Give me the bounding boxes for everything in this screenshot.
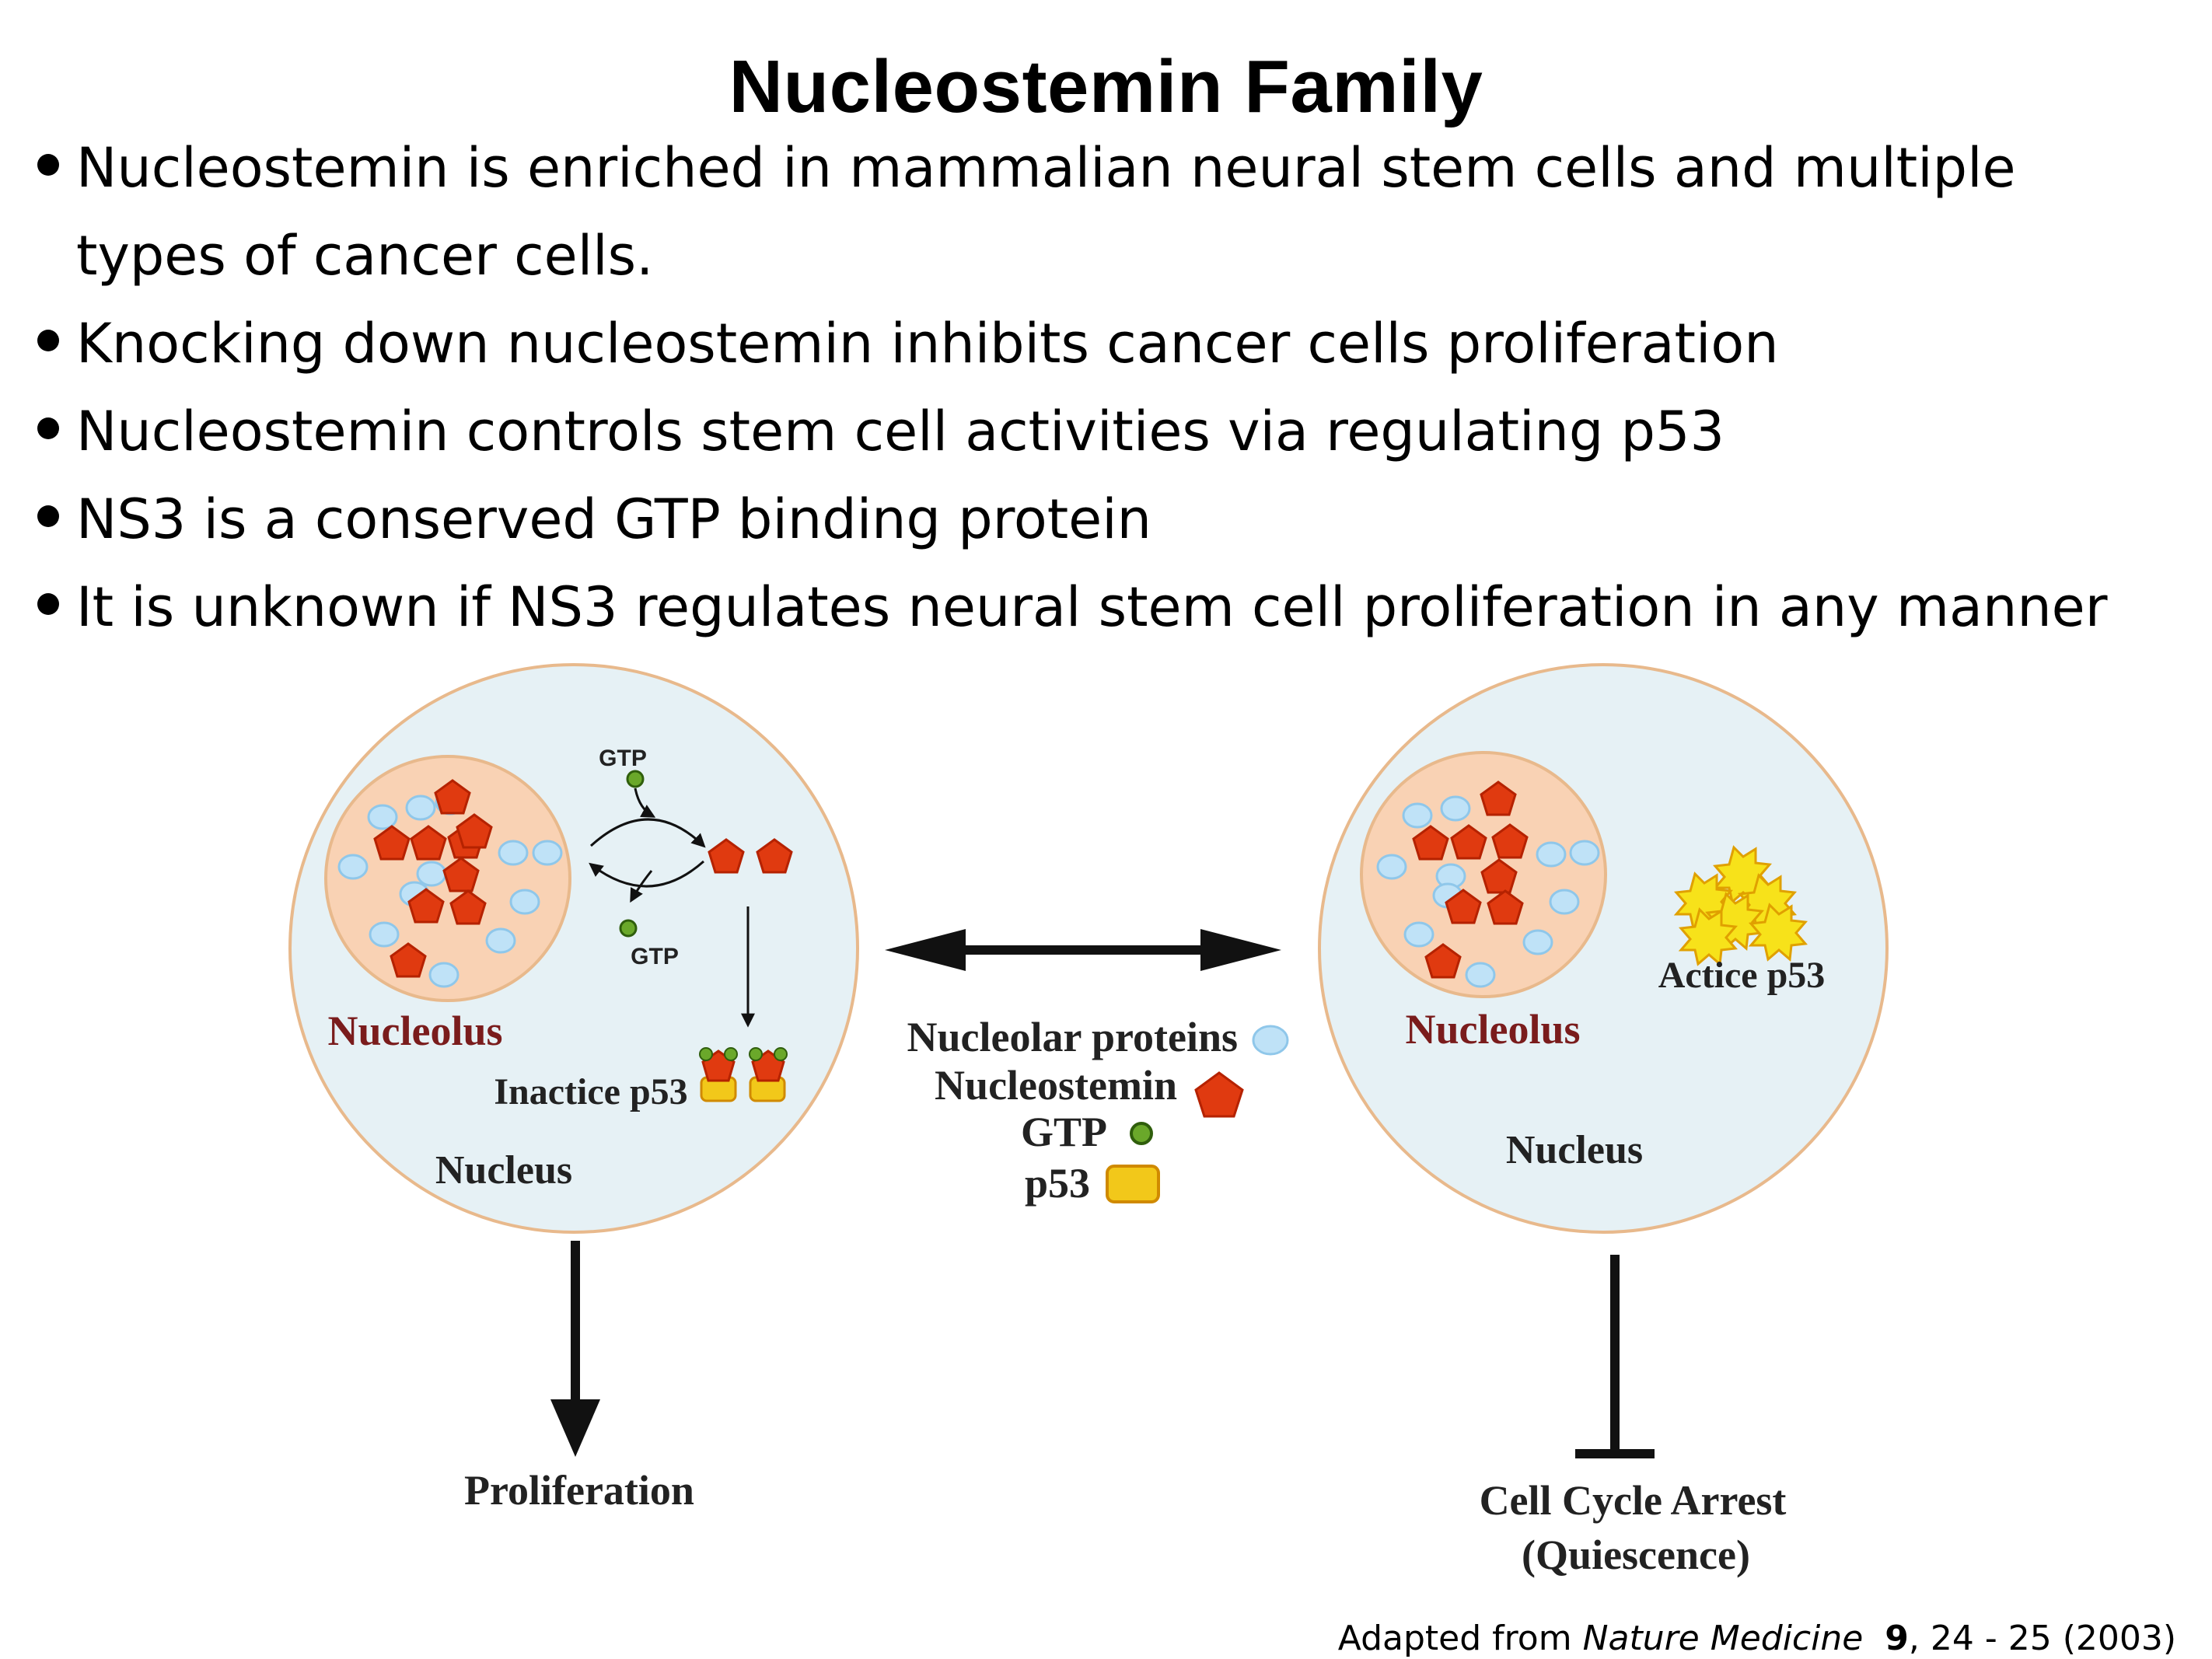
gtp-release-arrow bbox=[630, 870, 653, 903]
gtp-icon bbox=[626, 770, 645, 788]
nucleostemin-icon bbox=[1194, 1071, 1244, 1118]
bullet-text: Knocking down nucleostemin inhibits canc… bbox=[76, 312, 1779, 375]
bullet-text: NS3 is a conserved GTP binding protein bbox=[76, 487, 1152, 551]
inactive-p53-label: Inactice p53 bbox=[494, 1071, 687, 1112]
quiescence-label: (Quiescence) bbox=[1522, 1532, 1750, 1578]
legend: Nucleolar proteins Nucleostemin GTP p53 bbox=[907, 1014, 1289, 1207]
gtp-binding-arrow bbox=[634, 788, 656, 818]
bullet-dot bbox=[37, 505, 59, 527]
gtp-icon bbox=[1130, 1122, 1153, 1145]
legend-label: GTP bbox=[1021, 1109, 1107, 1155]
legend-label: p53 bbox=[1025, 1160, 1090, 1207]
left-nucleostemin-released bbox=[708, 838, 793, 874]
gtp-icon bbox=[749, 1047, 763, 1061]
bullet-item: Nucleostemin controls stem cell activiti… bbox=[37, 388, 2183, 476]
bullet-dot bbox=[37, 417, 59, 439]
gtp-cycle-upper-arc bbox=[589, 818, 706, 848]
bullet-item: Knocking down nucleostemin inhibits canc… bbox=[37, 300, 2183, 388]
left-gtp-bottom-label: GTP bbox=[631, 944, 679, 969]
gtp-icon bbox=[699, 1047, 713, 1061]
credit-prefix: Adapted from bbox=[1337, 1619, 1583, 1658]
left-nucleolus-label: Nucleolus bbox=[327, 1008, 502, 1054]
bullet-list: Nucleostemin is enriched in mammalian ne… bbox=[37, 124, 2183, 651]
cell-cycle-arrest-outcome: Cell Cycle Arrest (Quiescence) bbox=[1480, 1255, 1787, 1578]
right-nucleolus-label: Nucleolus bbox=[1405, 1006, 1580, 1053]
legend-label: Nucleostemin bbox=[935, 1062, 1177, 1109]
p53-icon bbox=[1106, 1165, 1160, 1203]
credit-pages: , 24 - 25 (2003) bbox=[1908, 1619, 2176, 1658]
inactive-p53-complex bbox=[699, 1047, 788, 1102]
proliferation-arrowhead bbox=[550, 1399, 600, 1457]
proliferation-outcome: Proliferation bbox=[464, 1241, 694, 1514]
left-nucleus-label: Nucleus bbox=[435, 1148, 572, 1193]
active-p53-cluster bbox=[1673, 845, 1808, 966]
left-nucleostemin-group bbox=[373, 779, 493, 978]
slide-title: Nucleostemin Family bbox=[729, 45, 1483, 128]
source-credit: Adapted from Nature Medicine 9, 24 - 25 … bbox=[1338, 1619, 2176, 1659]
bullet-item: NS3 is a conserved GTP binding protein bbox=[37, 476, 2183, 564]
bullet-item: Nucleostemin is enriched in mammalian ne… bbox=[37, 124, 2183, 300]
right-nucleolar-proteins bbox=[1376, 795, 1600, 988]
double-headed-arrow bbox=[885, 929, 1281, 971]
active-p53-label: Actice p53 bbox=[1658, 955, 1826, 996]
bullet-text: Nucleostemin controls stem cell activiti… bbox=[76, 400, 1725, 463]
credit-volume: 9 bbox=[1885, 1619, 1909, 1658]
gtp-icon bbox=[774, 1047, 788, 1061]
cell-cycle-arrest-label: Cell Cycle Arrest bbox=[1480, 1477, 1787, 1524]
left-gtp-top-label: GTP bbox=[599, 746, 647, 771]
right-nucleus-label: Nucleus bbox=[1506, 1128, 1643, 1172]
bullet-text-continued: types of cancer cells. bbox=[76, 224, 654, 288]
bullet-text: It is unknown if NS3 regulates neural st… bbox=[76, 575, 2108, 639]
gtp-icon bbox=[619, 919, 638, 938]
left-cell: GTP GTP Nucleolus Inactice p53 Nucleus bbox=[288, 663, 859, 1234]
bullet-text: Nucleostemin is enriched in mammalian ne… bbox=[76, 136, 2016, 200]
right-cell: Actice p53 Nucleolus Nucleus bbox=[1318, 663, 1889, 1234]
legend-label: Nucleolar proteins bbox=[907, 1014, 1239, 1060]
bullet-dot bbox=[37, 593, 59, 615]
gtp-icon bbox=[724, 1047, 738, 1061]
bullet-item: It is unknown if NS3 regulates neural st… bbox=[37, 564, 2183, 651]
proliferation-label: Proliferation bbox=[464, 1467, 694, 1514]
credit-journal: Nature Medicine bbox=[1582, 1619, 1864, 1658]
nucleolar-protein-icon bbox=[1252, 1025, 1289, 1056]
right-nucleostemin-group bbox=[1412, 781, 1529, 979]
bullet-dot bbox=[37, 154, 59, 176]
gtp-cycle-lower-arc bbox=[589, 860, 704, 888]
bullet-dot bbox=[37, 330, 59, 351]
